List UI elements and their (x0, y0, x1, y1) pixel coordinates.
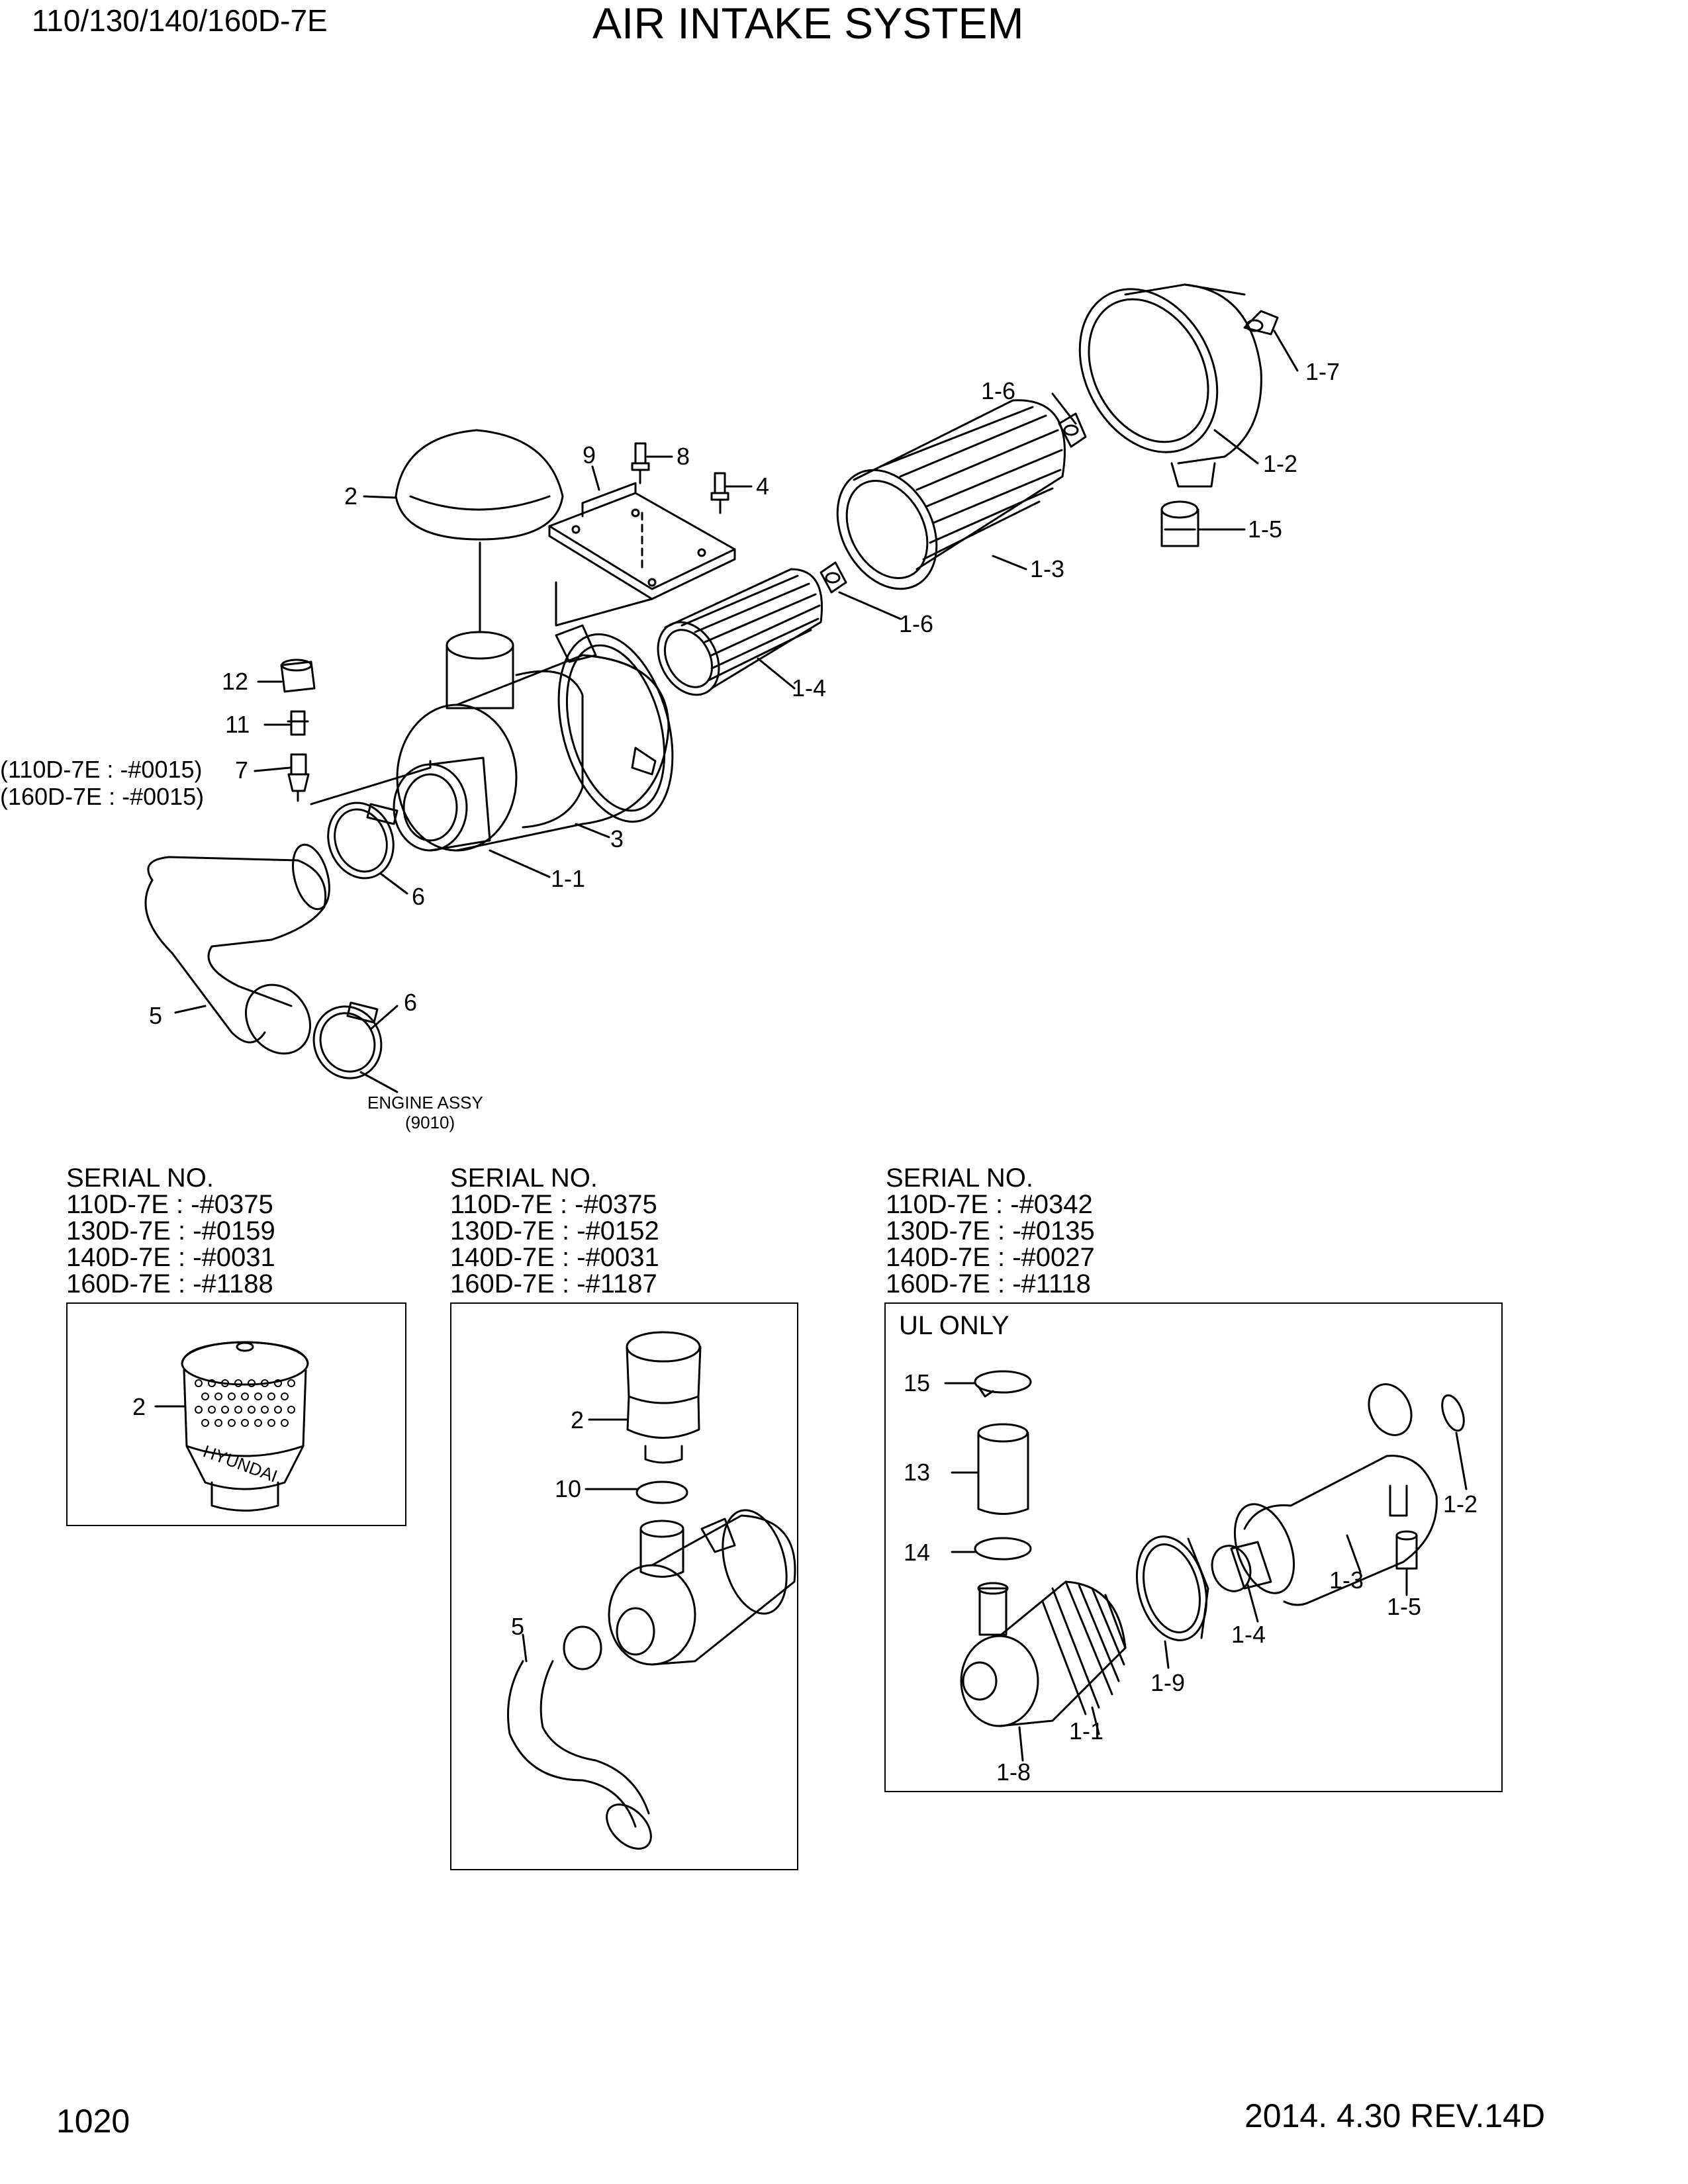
precleaner-inset-1 (154, 1341, 309, 1512)
brand-lettering: HYUNDAI (201, 1441, 280, 1486)
page-number: 1020 (56, 2103, 130, 2140)
callout: 1-3 (1329, 1567, 1364, 1594)
evacuator-valve (1160, 500, 1199, 547)
hose-clamp (327, 801, 399, 880)
callout: 1-8 (996, 1758, 1031, 1786)
serial-heading: SERIAL NO. (450, 1163, 598, 1193)
callout: 10 (555, 1475, 581, 1502)
ul-air-cleaner-inset (944, 1370, 1465, 1727)
air-cleaner-housing (393, 541, 674, 852)
callout: 11 (225, 711, 250, 738)
housing-cap (1078, 283, 1262, 488)
inset-box-3 (884, 1302, 1503, 1792)
callout: 2 (571, 1406, 584, 1433)
callout: 1-4 (1231, 1621, 1266, 1648)
serial-block-2: SERIAL NO. 110D-7E : -#0375 130D-7E : -#… (450, 1165, 659, 1297)
model-numbers: 110/130/140/160D-7E (32, 3, 328, 38)
serial-note: (160D-7E : -#0015) (0, 783, 204, 810)
callout: 1-3 (1030, 555, 1064, 582)
serial-line: 160D-7E : -#1188 (66, 1269, 273, 1298)
adapter-fitting (287, 710, 309, 736)
ul-only-label: UL ONLY (899, 1311, 1009, 1340)
serial-line: 130D-7E : -#0159 (66, 1216, 275, 1246)
ul-leader-lines (1018, 1432, 1468, 1762)
serial-line: 110D-7E : -#0375 (66, 1190, 273, 1219)
callout-labels: 1-7 1-6 1-2 1-5 1-3 1-6 1-4 2 9 8 4 12 1… (0, 358, 1340, 1132)
bolt (631, 442, 650, 484)
serial-line: 160D-7E : -#1187 (450, 1269, 657, 1298)
serial-line: 160D-7E : -#1118 (886, 1269, 1091, 1298)
mounting-bracket (548, 482, 736, 627)
serial-block-3: SERIAL NO. 110D-7E : -#0342 130D-7E : -#… (886, 1165, 1095, 1297)
serial-line: 130D-7E : -#0152 (450, 1216, 659, 1246)
callout: 15 (904, 1369, 930, 1396)
callout: 9 (583, 441, 596, 469)
serial-note: (110D-7E : -#0015) (0, 756, 203, 783)
hose-clamp (312, 1001, 383, 1079)
serial-block-1: SERIAL NO. 110D-7E : -#0375 130D-7E : -#… (66, 1165, 275, 1297)
callout: 1-6 (899, 610, 933, 637)
restriction-indicator (280, 659, 316, 693)
callout: 6 (404, 989, 417, 1016)
callout: 1-2 (1443, 1490, 1477, 1518)
leader-lines (174, 330, 1299, 1093)
precleaner-inset-2 (507, 1331, 796, 1850)
callout: 1-1 (1069, 1717, 1103, 1745)
callout: 13 (904, 1459, 930, 1486)
callout: 1-5 (1248, 516, 1282, 543)
wing-nut (820, 561, 847, 594)
revision-date: 2014. 4.30 REV.14D (1244, 2097, 1546, 2134)
callout: 5 (149, 1002, 162, 1029)
rain-cap (395, 429, 564, 541)
bolt (710, 472, 729, 514)
callout: 6 (412, 883, 425, 910)
serial-line: 140D-7E : -#0031 (66, 1243, 275, 1272)
primary-filter-element (836, 399, 1066, 590)
inset-box-2 (450, 1302, 798, 1870)
callout: 5 (511, 1613, 524, 1640)
callout: 1-9 (1150, 1669, 1185, 1696)
callout: 1-2 (1263, 450, 1297, 477)
callout: 1-1 (551, 865, 585, 892)
engine-assy-ref: (9010) (405, 1113, 455, 1132)
intake-hose (144, 843, 330, 1055)
vacuum-switch (287, 753, 432, 805)
wing-nut (1243, 310, 1279, 336)
serial-line: 110D-7E : -#0375 (450, 1190, 657, 1219)
serial-line: 130D-7E : -#0135 (886, 1216, 1095, 1246)
callout: 4 (756, 473, 769, 500)
callout: 7 (235, 756, 248, 784)
callout: 2 (344, 482, 357, 510)
callout: 1-7 (1305, 358, 1340, 385)
engine-assy-label: ENGINE ASSY (367, 1093, 483, 1113)
serial-heading: SERIAL NO. (66, 1163, 214, 1193)
callout: 8 (677, 443, 690, 470)
callout: 14 (904, 1539, 930, 1566)
callout: 1-5 (1387, 1593, 1421, 1620)
inset-box-1 (66, 1302, 406, 1526)
callout: 2 (132, 1393, 146, 1420)
callout: 1-4 (792, 674, 826, 702)
safety-filter-element (657, 568, 823, 696)
serial-line: 110D-7E : -#0342 (886, 1190, 1093, 1219)
serial-line: 140D-7E : -#0027 (886, 1243, 1095, 1272)
serial-line: 140D-7E : -#0031 (450, 1243, 659, 1272)
page-title: AIR INTAKE SYSTEM (592, 0, 1024, 48)
serial-heading: SERIAL NO. (886, 1163, 1034, 1193)
callout: 3 (610, 825, 624, 852)
callout: 1-6 (981, 377, 1015, 404)
callout: 12 (222, 668, 248, 695)
